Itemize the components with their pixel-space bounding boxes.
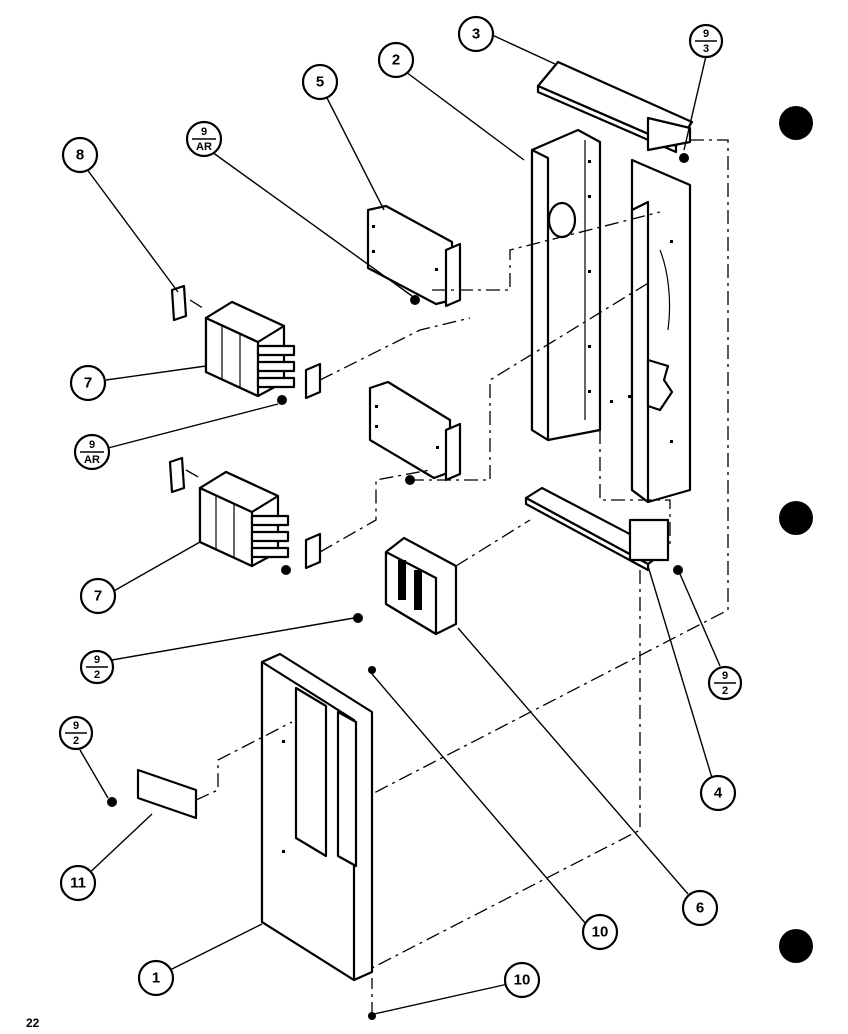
binder-hole-middle [779,501,813,535]
fraction-9-2-right-top: 9 [722,670,728,682]
callout-2-label: 2 [392,52,400,69]
assembly-lines [185,139,729,1016]
callout-1-label: 1 [152,970,160,987]
callout-11: 11 [59,864,97,902]
callout-10-upper: 10 [581,913,619,951]
callout-2: 2 [377,41,415,79]
fraction-callout-9-ar-top: 9 AR [185,120,223,158]
callout-7-lower: 7 [79,577,117,615]
callout-5-label: 5 [316,74,324,91]
part-7-contactor-lower [198,470,322,575]
callout-10-upper-label: 10 [592,924,609,941]
fraction-callout-9-2-right: 9 2 [707,665,743,701]
leader-lines [79,33,721,1015]
callout-8-label: 8 [76,147,84,164]
binder-hole-top [779,106,813,140]
part-4-lower-rail [524,486,683,575]
fraction-9-2-left-top: 9 [73,720,79,732]
fraction-9-2-mid-bottom: 2 [94,669,100,681]
callout-4-label: 4 [714,785,723,802]
callout-7-upper: 7 [69,364,107,402]
fraction-9-2-left-bottom: 2 [73,735,79,747]
callout-3: 3 [457,15,495,53]
page-number: 22 [26,1016,40,1030]
fraction-9-2-right-bottom: 2 [722,685,728,697]
lower-bracket-plate [368,380,462,485]
callout-4: 4 [699,774,737,812]
part-5-bracket-plate [366,204,462,308]
callout-6: 6 [681,889,719,927]
callout-3-label: 3 [472,26,480,43]
fraction-callout-9-3: 9 3 [688,23,724,59]
fraction-9-3-top: 9 [703,28,709,40]
fraction-9-ar-mid-bottom: AR [84,454,100,466]
fraction-callout-9-2-mid: 9 2 [79,649,115,685]
callout-1: 1 [137,959,175,997]
part-8-clip-upper [170,284,188,322]
fraction-9-3-bottom: 3 [703,43,709,55]
fraction-9-ar-top-top: 9 [201,126,207,138]
fraction-callout-9-2-left: 9 2 [58,715,94,751]
callout-7-lower-label: 7 [94,588,102,605]
fraction-9-2-mid-top: 9 [94,654,100,666]
callout-11-label: 11 [70,875,86,892]
callout-10-lower: 10 [503,961,541,999]
part-2-main-panel [530,128,692,504]
callout-7-upper-label: 7 [84,375,92,392]
part-6-terminal-block [353,536,458,636]
part-1-front-cover [260,652,376,1020]
part-3-top-bracket [536,60,694,163]
part-8-clip-lower [168,456,186,494]
fraction-callout-9-ar-mid: 9 AR [73,433,111,471]
binder-hole-bottom [779,929,813,963]
callout-10-lower-label: 10 [514,972,531,989]
fraction-9-ar-mid-top: 9 [89,439,95,451]
part-11-small-plate [107,768,198,820]
fraction-9-ar-top-bottom: AR [196,141,212,153]
part-7-contactor-upper [204,300,322,405]
callout-6-label: 6 [696,900,704,917]
callout-5: 5 [301,63,339,101]
callout-8: 8 [61,136,99,174]
